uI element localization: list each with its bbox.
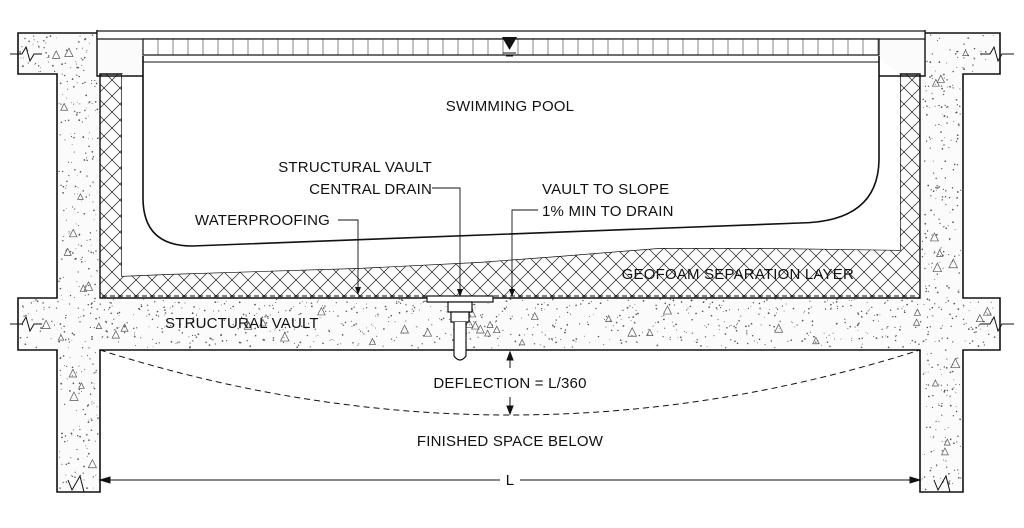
leader-lines <box>338 187 538 294</box>
water-level-icon <box>502 37 517 57</box>
concrete-aggregate-dots <box>19 34 996 491</box>
leader-arrowheads <box>355 287 515 297</box>
label-deflection: DEFLECTION = L/360 <box>433 375 586 392</box>
label-slope-line2: 1% MIN TO DRAIN <box>542 203 674 220</box>
label-vault-drain-line2: CENTRAL DRAIN <box>309 181 432 198</box>
pool-shell <box>96 30 926 247</box>
deflection-curve <box>99 349 921 416</box>
break-lines <box>10 45 1014 493</box>
label-span: L <box>506 472 515 489</box>
label-finished-space: FINISHED SPACE BELOW <box>417 433 604 450</box>
label-slope-line1: VAULT TO SLOPE <box>542 181 669 198</box>
span-dimension <box>98 472 922 488</box>
label-structural-vault: STRUCTURAL VAULT <box>165 315 319 332</box>
labels: SWIMMING POOL STRUCTURAL VAULT CENTRAL D… <box>165 98 854 489</box>
label-vault-drain-line1: STRUCTURAL VAULT <box>278 159 432 176</box>
deflection-dimension <box>506 350 514 416</box>
central-drain <box>426 295 494 361</box>
label-swimming-pool: SWIMMING POOL <box>446 98 574 115</box>
label-geofoam: GEOFOAM SEPARATION LAYER <box>622 266 854 283</box>
label-waterproofing: WATERPROOFING <box>195 212 330 229</box>
